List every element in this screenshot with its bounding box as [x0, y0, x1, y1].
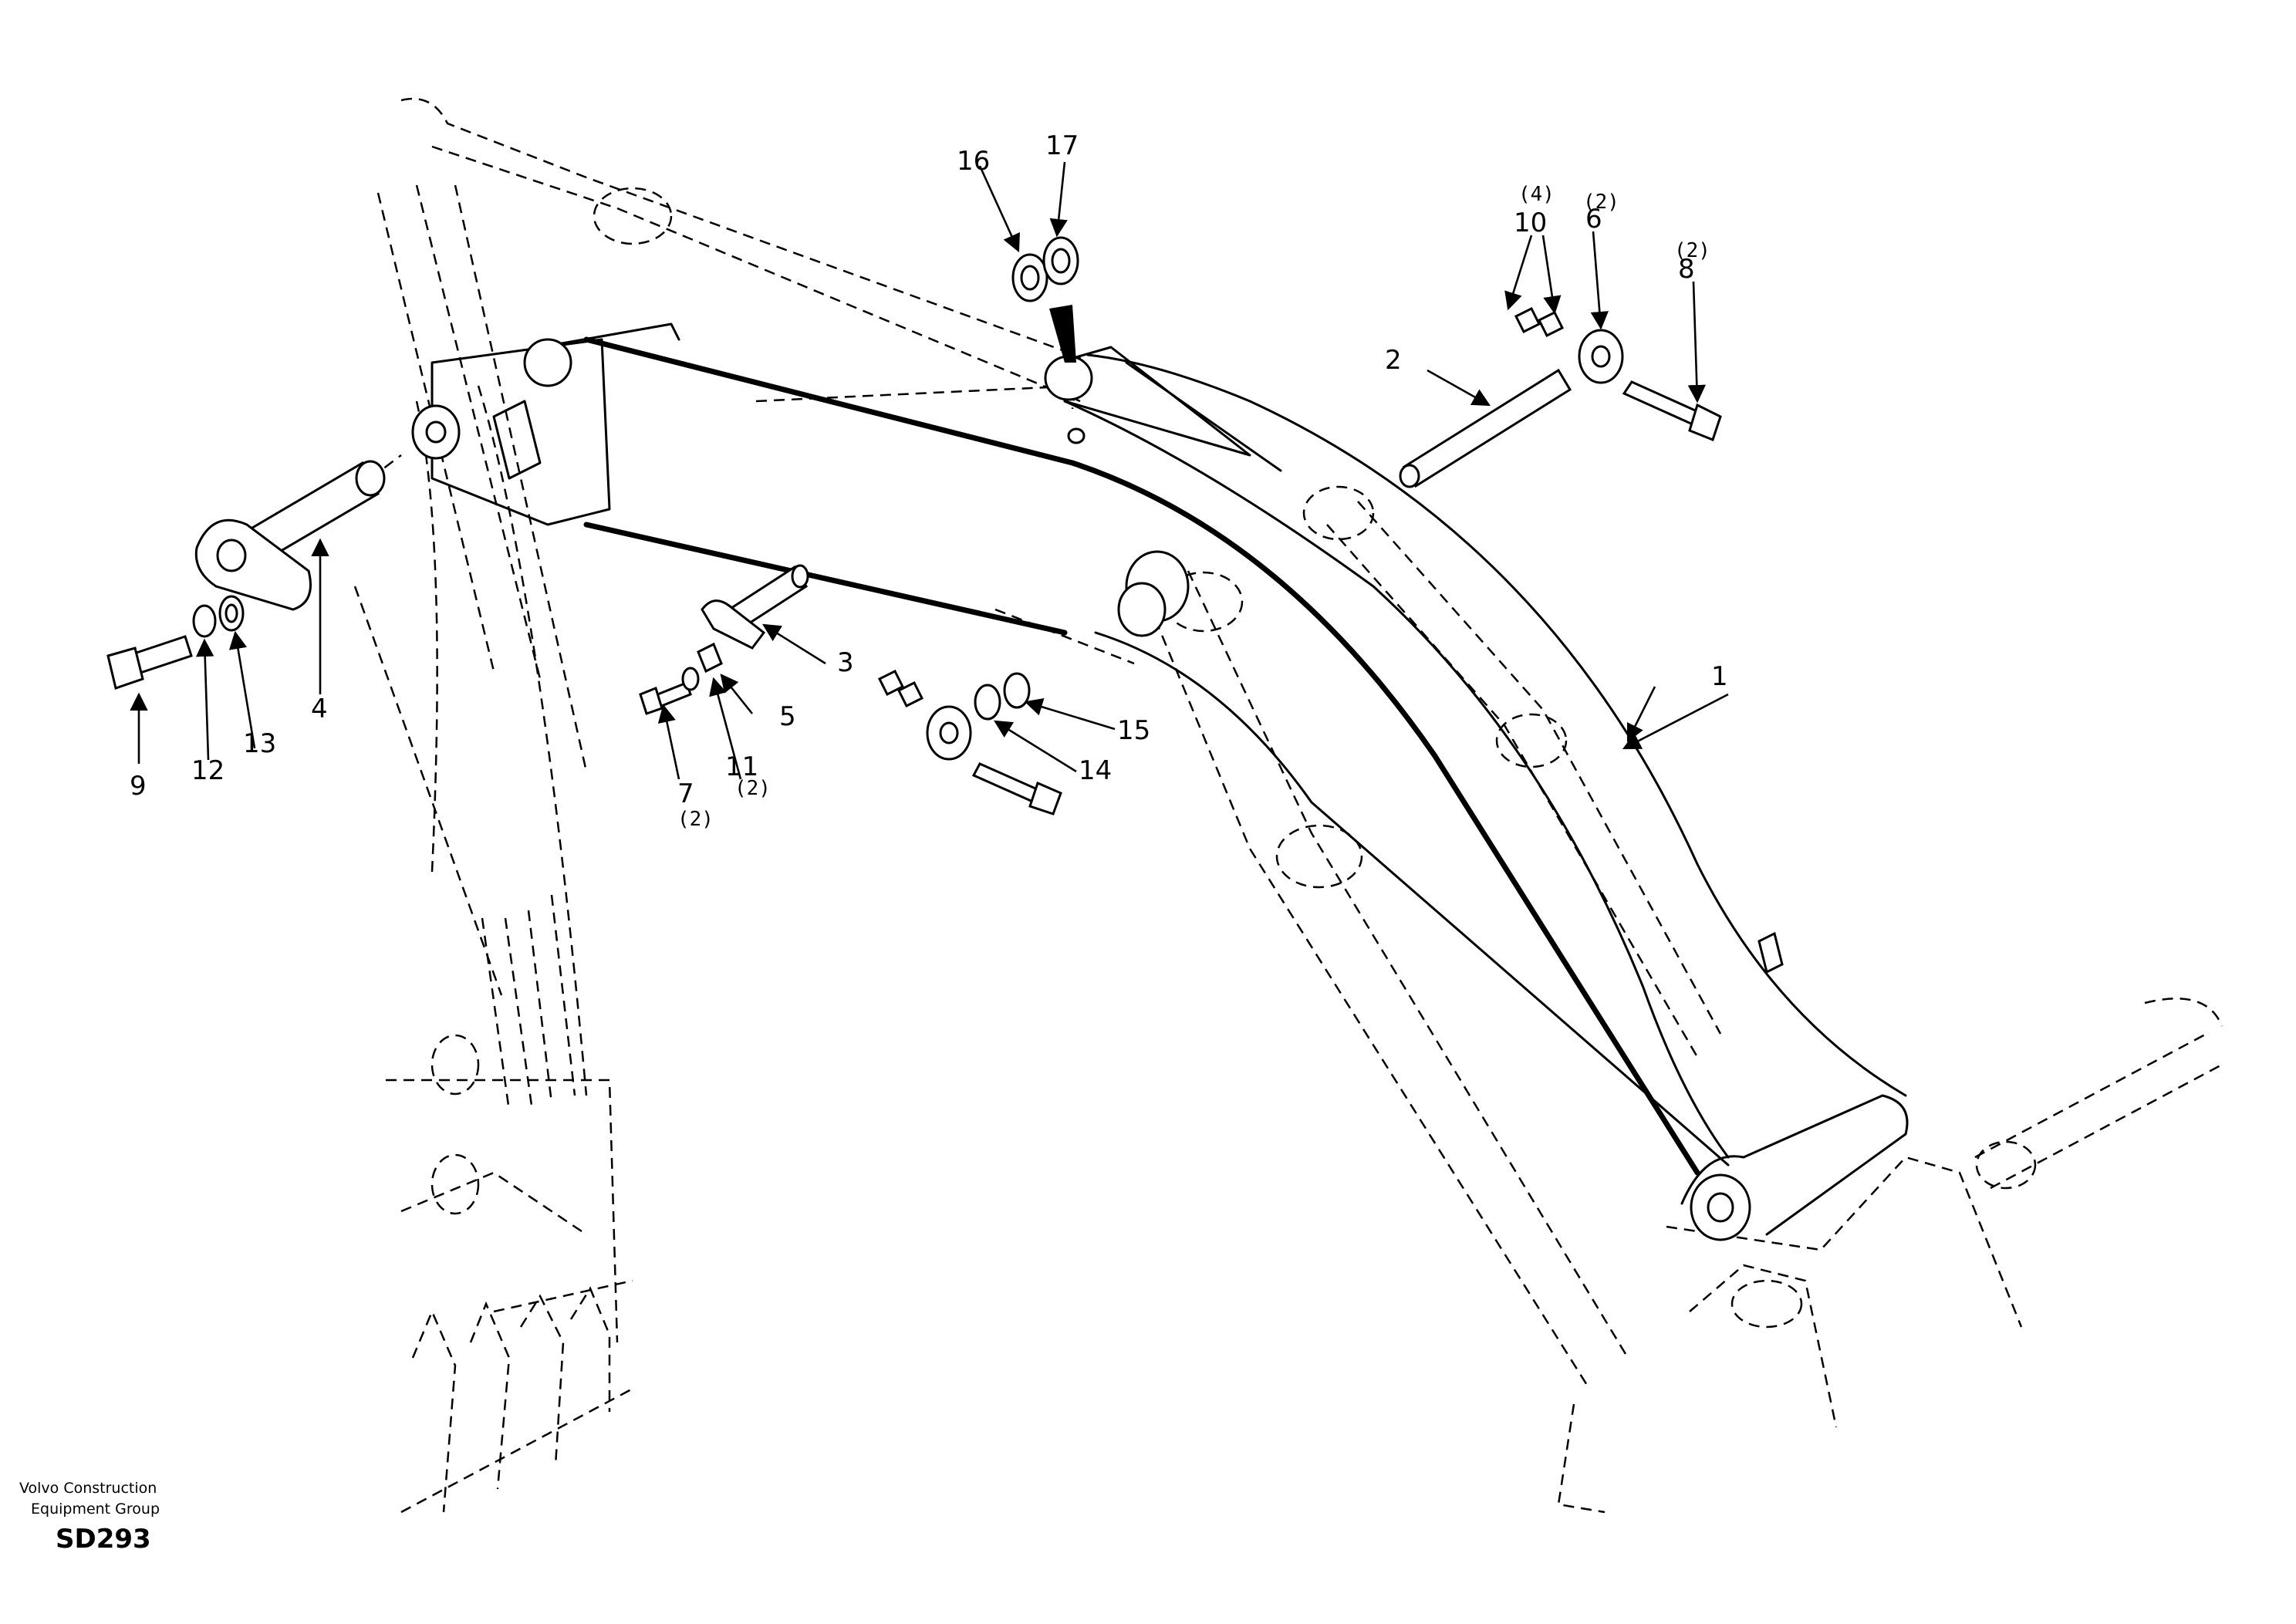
callout-4: 4	[311, 694, 328, 724]
callout-16: 16	[957, 146, 990, 177]
callout-1: 1	[1711, 661, 1728, 692]
callout-14: 14	[1079, 755, 1112, 786]
callout-8: 8	[1678, 254, 1695, 285]
hardware-left	[106, 595, 245, 690]
qty-7: (2)	[677, 808, 714, 831]
callout-15: 15	[1117, 715, 1150, 746]
qty-6: (2)	[1583, 191, 1619, 214]
hardware-upper-right	[1514, 306, 1722, 441]
callout-11: 11	[725, 751, 758, 782]
boom-part-1	[411, 322, 1909, 1241]
callout-9: 9	[130, 771, 147, 802]
callout-17: 17	[1045, 130, 1079, 161]
context-dashed-lines	[353, 97, 2223, 1514]
hardware-center	[877, 550, 1190, 815]
callout-7: 7	[677, 778, 694, 809]
company-name-line-2: Equipment Group	[31, 1501, 160, 1518]
diagram-code: SD293	[56, 1524, 151, 1555]
pin-part-2	[1399, 368, 1572, 488]
qty-11: (2)	[734, 777, 771, 800]
washers-16-17	[1011, 236, 1079, 363]
callout-3: 3	[837, 647, 854, 678]
qty-10: (4)	[1518, 183, 1555, 206]
callout-6: 6	[1585, 204, 1602, 235]
footer: Volvo Construction Equipment Group SD293	[19, 1480, 160, 1555]
leader-arrows	[130, 161, 1729, 780]
company-name-line-1: Volvo Construction	[19, 1480, 157, 1497]
callout-5: 5	[779, 701, 796, 732]
quantity-labels: (4) (2) (2) (2) (2)	[677, 183, 1710, 831]
callout-10: 10	[1514, 208, 1547, 238]
qty-8: (2)	[1674, 239, 1710, 262]
callout-12: 12	[191, 755, 225, 786]
callout-labels: 1 2 3 4 5 6 7 8 9 10 11 12 13 14 15 16 1…	[130, 130, 1728, 809]
callout-13: 13	[243, 728, 276, 759]
callout-2: 2	[1385, 345, 1402, 376]
pin-part-3	[639, 564, 809, 715]
pin-part-4	[194, 460, 386, 611]
